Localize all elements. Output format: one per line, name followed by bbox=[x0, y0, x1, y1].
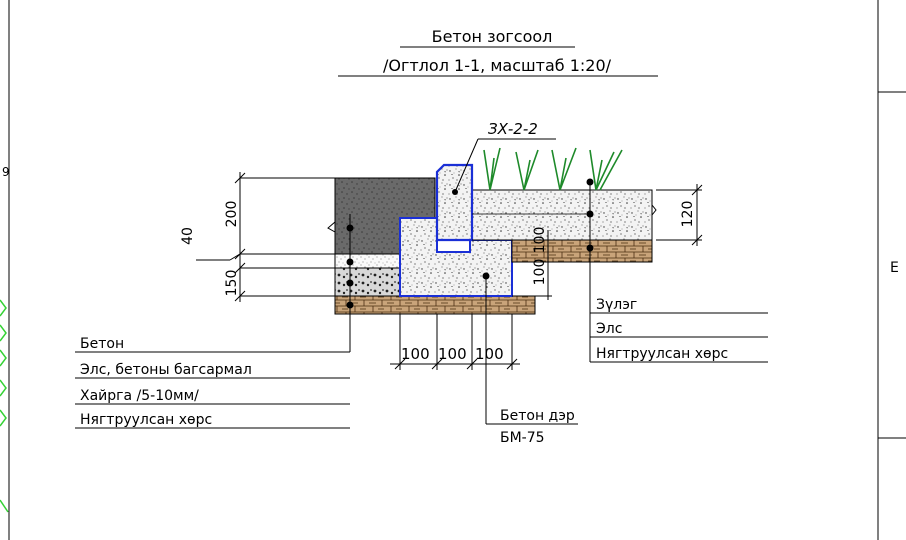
left-dimensions bbox=[196, 172, 335, 302]
legend-left-3: Нягтруулсан хөрс bbox=[80, 412, 212, 428]
right-sand-layer bbox=[469, 189, 653, 241]
curb-stone bbox=[435, 163, 474, 242]
mid-dimensions bbox=[472, 230, 552, 300]
legend-right-1: Элс bbox=[596, 321, 622, 337]
dim-40: 40 bbox=[180, 227, 196, 245]
foundation-leader bbox=[482, 272, 578, 425]
legend-left-2: Хайрга /5-10мм/ bbox=[80, 388, 199, 404]
dim-100-a: 100 bbox=[401, 345, 430, 363]
legend-left-0: Бетон bbox=[80, 336, 124, 352]
legend-right-0: Зүлэг bbox=[596, 297, 637, 313]
dim-100-c: 100 bbox=[475, 345, 504, 363]
bottom-dimensions bbox=[390, 314, 520, 370]
sheet-frame bbox=[8, 0, 906, 540]
dim-100-b: 100 bbox=[438, 345, 467, 363]
dim-100-right: 100 bbox=[532, 227, 548, 254]
dim-120: 120 bbox=[680, 201, 696, 228]
grass-icon bbox=[483, 147, 623, 191]
left-legend-leaders bbox=[75, 214, 354, 429]
legend-right-2: Нягтруулсан хөрс bbox=[596, 346, 728, 362]
right-legend-leaders bbox=[586, 178, 768, 363]
left-edge-fragment: 9 bbox=[2, 165, 10, 179]
dim-200: 200 bbox=[224, 201, 240, 228]
dim-100-right-b: 100 bbox=[532, 259, 548, 286]
foundation-label-line2: БМ-75 bbox=[500, 430, 545, 446]
legend-left-1: Элс, бетоны багсармал bbox=[80, 362, 252, 378]
curb-mark: ЗХ-2-2 bbox=[488, 120, 538, 138]
title-line1: Бетон зогсоол bbox=[432, 27, 553, 46]
title-line2: /Огтлол 1-1, масштаб 1:20/ bbox=[383, 56, 612, 75]
green-frame-fragment bbox=[0, 299, 9, 513]
edge-letter: E bbox=[890, 260, 899, 276]
foundation-label-line1: Бетон дэр bbox=[500, 408, 575, 424]
dim-150: 150 bbox=[224, 270, 240, 297]
right-dimensions bbox=[656, 184, 703, 246]
